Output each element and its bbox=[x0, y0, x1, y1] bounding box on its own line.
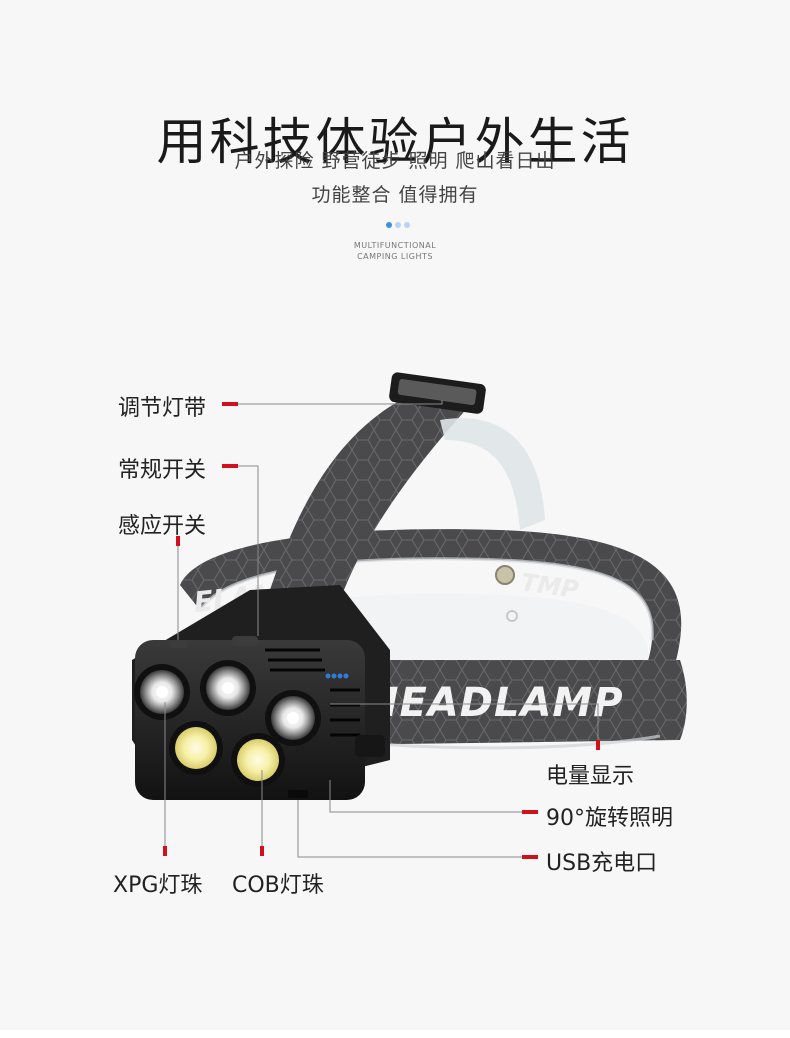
xpg-led bbox=[265, 690, 321, 746]
battery-dot bbox=[325, 673, 331, 679]
tagline-line-1: MULTIFUNCTIONAL bbox=[353, 241, 437, 250]
tagline-line-2: CAMPING LIGHTS bbox=[357, 252, 433, 261]
headband-top bbox=[270, 372, 545, 622]
bottom-band bbox=[0, 1030, 790, 1038]
callout-normal-switch: 常规开关 bbox=[118, 458, 207, 483]
callout-cob-bead: COB灯珠 bbox=[232, 873, 324, 898]
pager-dots[interactable] bbox=[386, 222, 416, 230]
sensor-switch-button[interactable] bbox=[170, 640, 188, 648]
callout-battery-display: 电量显示 bbox=[546, 764, 635, 789]
battery-dot bbox=[331, 673, 337, 679]
callout-xpg-bead: XPG灯珠 bbox=[113, 873, 203, 898]
callout-leaders bbox=[164, 400, 599, 858]
subtitle-line-2: 功能整合 值得拥有 bbox=[311, 184, 479, 206]
callout-sensor-switch: 感应开关 bbox=[118, 514, 207, 539]
rotation-hinge[interactable] bbox=[355, 735, 385, 757]
callout-usb-port: USB充电口 bbox=[546, 851, 658, 876]
callout-rotate: 90°旋转照明 bbox=[546, 806, 673, 831]
xpg-led bbox=[200, 660, 256, 716]
cob-led bbox=[231, 733, 285, 787]
normal-switch-button[interactable] bbox=[232, 636, 258, 646]
pager-dot-active[interactable] bbox=[386, 222, 392, 228]
battery-dot bbox=[337, 673, 343, 679]
subtitle-line-1: 户外探险 野营徒步 照明 爬山看日出 bbox=[234, 150, 556, 172]
usb-port[interactable] bbox=[288, 790, 308, 798]
xpg-led bbox=[134, 664, 190, 720]
callout-adjust-band: 调节灯带 bbox=[118, 396, 207, 421]
battery-dot bbox=[343, 673, 349, 679]
pager-dot[interactable] bbox=[404, 222, 410, 228]
band-logo-front: HEADLAMP bbox=[365, 680, 624, 726]
cob-led bbox=[169, 721, 223, 775]
callout-markers bbox=[163, 402, 600, 859]
page-title: 用科技体验户外生活 bbox=[156, 112, 634, 171]
pager-dot[interactable] bbox=[395, 222, 401, 228]
